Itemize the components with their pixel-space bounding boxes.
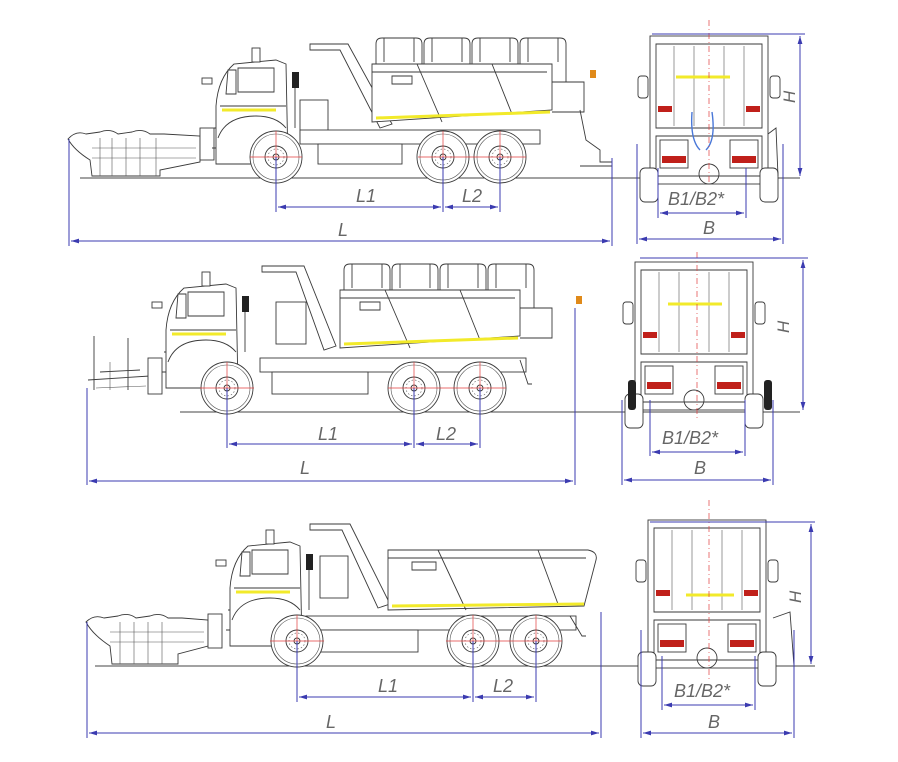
label-l2: L2 — [493, 676, 513, 696]
label-h: H — [786, 590, 805, 603]
label-l2: L2 — [436, 424, 456, 444]
dimension-l: L — [68, 139, 613, 246]
dimension-l: L — [86, 308, 576, 485]
dimension-h: H — [650, 521, 815, 664]
dimension-b: B — [636, 144, 784, 244]
dimension-b1-b2: B1/B2* — [649, 400, 746, 456]
dimension-l1: L1 — [275, 157, 444, 212]
side-view-3: L1 L2 L — [85, 523, 640, 738]
label-l2: L2 — [462, 186, 482, 206]
rear-view-1: H B1/B2* B — [620, 20, 805, 244]
label-b1-b2: B1/B2* — [662, 428, 719, 448]
dimension-b1-b2: B1/B2* — [661, 656, 756, 710]
dump-body — [370, 36, 586, 124]
dimension-b: B — [621, 400, 774, 485]
hydraulic-tank — [319, 555, 349, 599]
side-view-2: L1 L2 L — [86, 262, 600, 485]
rear-view-2: H B1/B2* B — [600, 252, 808, 485]
dimension-l2: L2 — [445, 157, 501, 212]
label-b: B — [694, 458, 706, 478]
dimension-b: B — [640, 630, 795, 738]
dimension-l2: L2 — [416, 388, 481, 448]
label-l: L — [300, 458, 310, 478]
label-l1: L1 — [356, 186, 376, 206]
label-l1: L1 — [318, 424, 338, 444]
rear-view-3: H B1/B2* B — [620, 500, 815, 738]
dimension-l2: L2 — [475, 641, 537, 702]
dimension-l1: L1 — [296, 641, 474, 702]
dimension-l: L — [86, 612, 602, 738]
dimension-b1-b2: B1/B2* — [657, 168, 747, 218]
label-l: L — [338, 220, 348, 240]
dump-ram — [309, 43, 393, 129]
dimension-l1: L1 — [226, 388, 415, 448]
snow-plow-blade — [85, 613, 223, 665]
label-b: B — [703, 218, 715, 238]
dump-body — [386, 548, 598, 612]
label-b1-b2: B1/B2* — [668, 189, 725, 209]
dump-ram — [309, 523, 391, 609]
label-b: B — [708, 712, 720, 732]
label-l: L — [326, 712, 336, 732]
label-h: H — [774, 320, 793, 333]
side-view-1: L1 L2 L — [67, 36, 640, 246]
dimension-h: H — [640, 257, 808, 410]
plow-frame — [87, 336, 163, 395]
label-b1-b2: B1/B2* — [674, 681, 731, 701]
label-h: H — [780, 90, 799, 103]
dump-body — [338, 262, 554, 350]
label-l1: L1 — [378, 676, 398, 696]
hydraulic-tank — [275, 301, 307, 345]
snow-plow-blade — [67, 127, 215, 177]
dimension-h: H — [652, 33, 805, 176]
